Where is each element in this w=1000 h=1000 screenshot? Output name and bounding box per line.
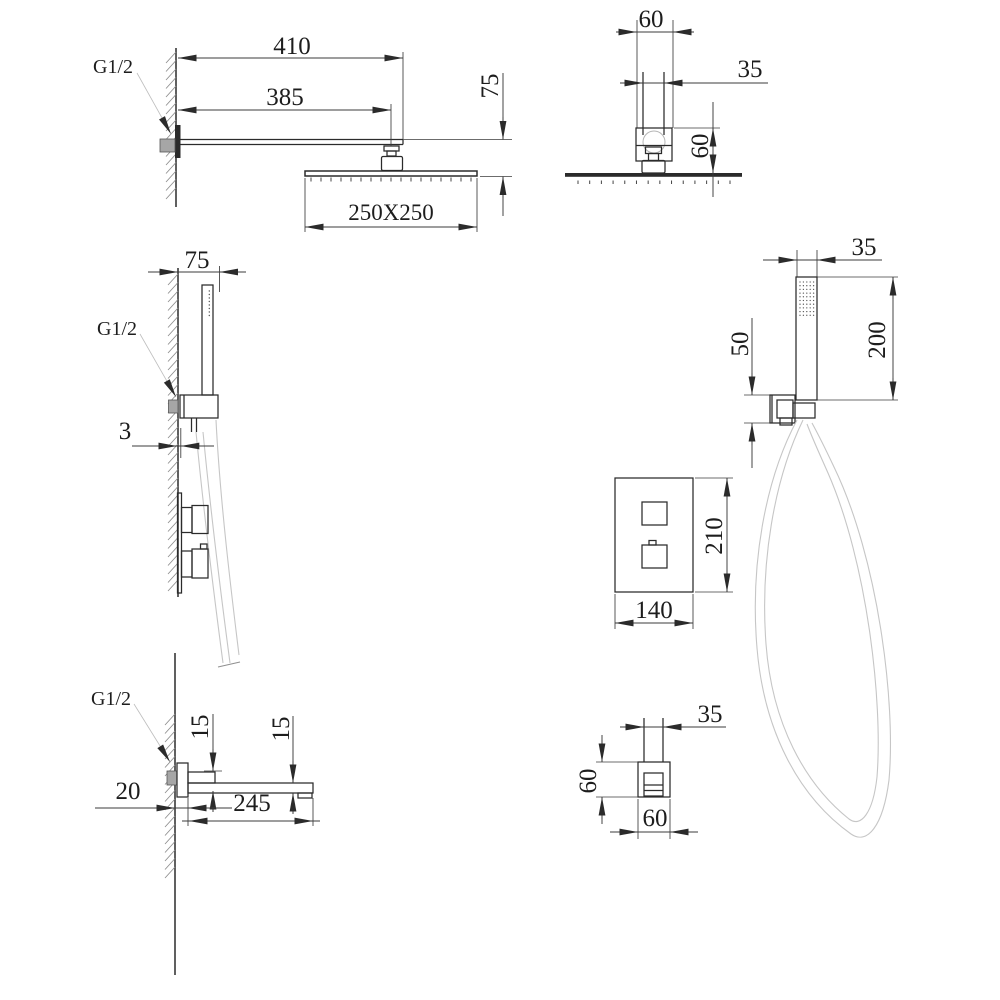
extension-lines bbox=[180, 266, 220, 458]
g12-leader-line bbox=[136, 72, 172, 135]
hose-connector bbox=[792, 402, 816, 419]
shower-head-plate bbox=[304, 170, 478, 177]
wall-bracket-side bbox=[179, 394, 219, 419]
dim-label-60-right: 60 bbox=[687, 134, 714, 159]
wall-hatching bbox=[167, 273, 179, 592]
view-hand-shower-front: 35 200 50 bbox=[727, 234, 898, 838]
g12-leader-line bbox=[133, 703, 171, 763]
g12-inlet-fitting bbox=[166, 770, 178, 786]
dim-label-35: 35 bbox=[738, 56, 763, 83]
valve-trim-plate bbox=[614, 477, 694, 593]
spout-wall-flange bbox=[176, 762, 189, 798]
wall-hatching bbox=[165, 51, 177, 200]
g12-inlet-fitting bbox=[168, 399, 179, 414]
extension-lines bbox=[744, 250, 898, 424]
arm-wall-flange bbox=[175, 125, 181, 158]
dim-label-385: 385 bbox=[266, 84, 304, 111]
spout-front-tube bbox=[643, 718, 664, 762]
dim-label-75: 75 bbox=[477, 74, 504, 99]
spout-escutcheon bbox=[637, 761, 671, 798]
arm-connector-nut bbox=[380, 145, 404, 172]
g12-leader-line bbox=[139, 333, 177, 398]
view-mixer-valve-front: 210 140 bbox=[614, 477, 733, 629]
valve-handle-top bbox=[641, 501, 668, 526]
view-rain-shower-front: 60 35 60 bbox=[565, 6, 768, 197]
dim-label-35: 35 bbox=[852, 234, 877, 261]
dim-label-60-top: 60 bbox=[639, 6, 664, 33]
thread-label: G1/2 bbox=[97, 318, 137, 340]
wand-spray-face bbox=[799, 281, 815, 316]
hose-nipple bbox=[190, 418, 198, 432]
thread-label: G1/2 bbox=[91, 688, 131, 710]
spout-outlet bbox=[297, 792, 313, 799]
spout-body bbox=[187, 782, 314, 794]
hand-shower-wand bbox=[795, 276, 818, 401]
arm-front bbox=[642, 72, 665, 135]
wall-bracket-front bbox=[769, 394, 796, 426]
valve-handle-tab bbox=[648, 539, 657, 546]
view-hand-shower-side: 75 G1/2 3 bbox=[97, 247, 246, 668]
dim-label-245: 245 bbox=[233, 790, 271, 817]
dim-label-200: 200 bbox=[864, 321, 891, 359]
view-rain-shower-side: G1/2 410 385 75 250X250 bbox=[93, 33, 512, 232]
g12-inlet-fitting bbox=[159, 138, 176, 153]
spout-root bbox=[187, 771, 216, 784]
wall-hatching bbox=[164, 713, 176, 879]
hose-loop bbox=[754, 419, 891, 838]
valve-trim-side bbox=[176, 492, 209, 594]
dim-label-250x250: 250X250 bbox=[348, 200, 434, 225]
dim-label-140: 140 bbox=[635, 597, 673, 624]
arm-flange-front bbox=[635, 127, 673, 174]
valve-handle-bottom bbox=[641, 544, 668, 569]
hand-shower-wand-side bbox=[201, 284, 214, 396]
view-spout-front: 35 60 60 bbox=[575, 701, 726, 839]
shower-arm bbox=[180, 138, 404, 146]
dim-label-20: 20 bbox=[116, 778, 141, 805]
hose-side-view bbox=[195, 419, 241, 668]
extension-lines bbox=[636, 20, 720, 129]
dim-label-15-inlet: 15 bbox=[187, 715, 214, 740]
dim-label-15-tip: 15 bbox=[268, 717, 295, 742]
dim-label-50: 50 bbox=[727, 332, 754, 357]
dim-label-60-left: 60 bbox=[575, 769, 602, 794]
dim-label-210: 210 bbox=[701, 517, 728, 555]
extension-lines bbox=[304, 52, 512, 232]
dim-label-35: 35 bbox=[698, 701, 723, 728]
shower-head-plate-front bbox=[565, 173, 742, 177]
head-nozzles bbox=[310, 177, 472, 182]
dim-label-60-bottom: 60 bbox=[643, 805, 668, 832]
head-nozzles-front bbox=[577, 180, 731, 184]
wand-spray-dots bbox=[208, 290, 210, 317]
dim-label-410: 410 bbox=[273, 33, 311, 60]
view-spout-side: G1/2 15 15 20 245 bbox=[91, 653, 320, 975]
dim-label-3: 3 bbox=[119, 418, 132, 445]
thread-label: G1/2 bbox=[93, 56, 133, 78]
spout-end-front bbox=[643, 772, 664, 797]
dim-label-75: 75 bbox=[185, 247, 210, 274]
